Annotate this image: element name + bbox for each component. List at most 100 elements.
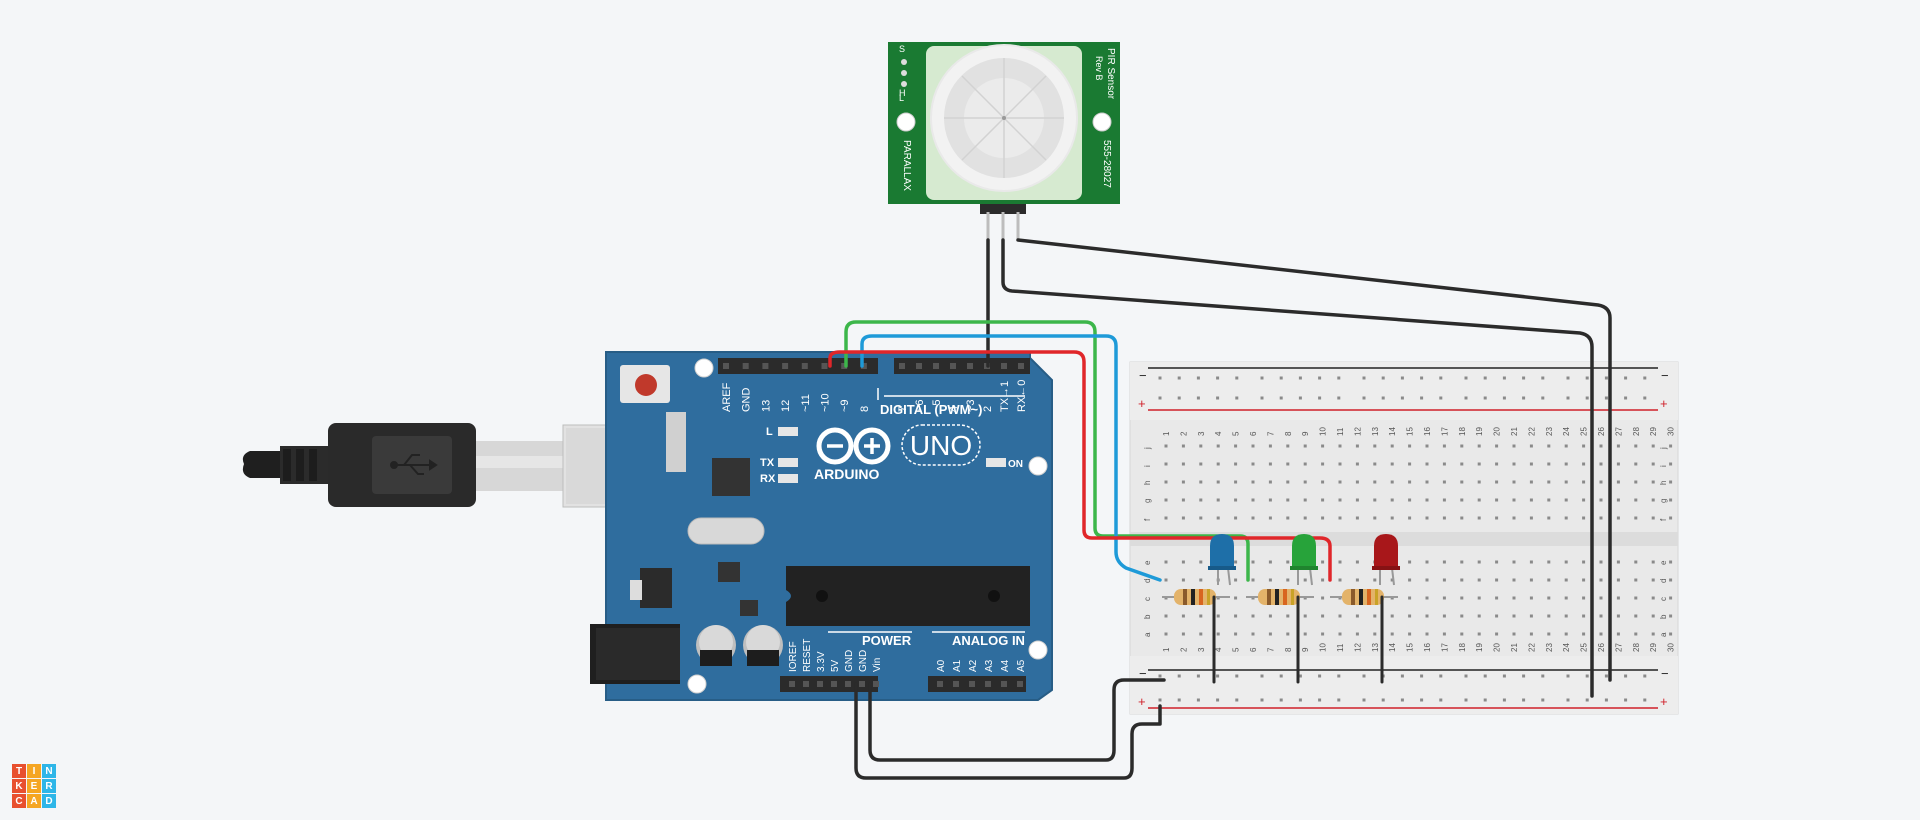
rail-hole[interactable] xyxy=(1177,396,1181,400)
rail-hole[interactable] xyxy=(1439,396,1443,400)
terminal-hole[interactable] xyxy=(1181,516,1185,520)
terminal-hole[interactable] xyxy=(1669,444,1673,448)
terminal-hole[interactable] xyxy=(1390,498,1394,502)
rail-hole[interactable] xyxy=(1337,674,1341,678)
terminal-hole[interactable] xyxy=(1564,516,1568,520)
rail-hole[interactable] xyxy=(1235,698,1239,702)
terminal-hole[interactable] xyxy=(1651,498,1655,502)
terminal-hole[interactable] xyxy=(1286,444,1290,448)
terminal-hole[interactable] xyxy=(1234,560,1238,564)
digital-header-left[interactable] xyxy=(718,358,878,374)
terminal-hole[interactable] xyxy=(1268,462,1272,466)
rail-hole[interactable] xyxy=(1260,674,1264,678)
terminal-hole[interactable] xyxy=(1442,480,1446,484)
terminal-hole[interactable] xyxy=(1425,614,1429,618)
rail-hole[interactable] xyxy=(1381,396,1385,400)
terminal-hole[interactable] xyxy=(1390,516,1394,520)
rail-hole[interactable] xyxy=(1362,674,1366,678)
terminal-hole[interactable] xyxy=(1373,578,1377,582)
terminal-hole[interactable] xyxy=(1669,462,1673,466)
terminal-hole[interactable] xyxy=(1199,632,1203,636)
rail-hole[interactable] xyxy=(1585,396,1589,400)
rail-hole[interactable] xyxy=(1483,698,1487,702)
terminal-hole[interactable] xyxy=(1512,632,1516,636)
terminal-hole[interactable] xyxy=(1425,632,1429,636)
terminal-hole[interactable] xyxy=(1477,498,1481,502)
terminal-hole[interactable] xyxy=(1268,632,1272,636)
terminal-hole[interactable] xyxy=(1564,578,1568,582)
terminal-hole[interactable] xyxy=(1477,516,1481,520)
terminal-hole[interactable] xyxy=(1164,462,1168,466)
rail-hole[interactable] xyxy=(1177,674,1181,678)
terminal-hole[interactable] xyxy=(1599,462,1603,466)
terminal-hole[interactable] xyxy=(1216,632,1220,636)
header-pin[interactable] xyxy=(845,681,851,687)
terminal-hole[interactable] xyxy=(1564,560,1568,564)
rail-hole[interactable] xyxy=(1177,698,1181,702)
terminal-hole[interactable] xyxy=(1425,462,1429,466)
terminal-hole[interactable] xyxy=(1495,480,1499,484)
terminal-hole[interactable] xyxy=(1251,578,1255,582)
terminal-hole[interactable] xyxy=(1634,560,1638,564)
rail-hole[interactable] xyxy=(1502,396,1506,400)
terminal-hole[interactable] xyxy=(1512,516,1516,520)
terminal-hole[interactable] xyxy=(1355,444,1359,448)
rail-hole[interactable] xyxy=(1337,396,1341,400)
terminal-hole[interactable] xyxy=(1216,444,1220,448)
terminal-hole[interactable] xyxy=(1477,596,1481,600)
rail-hole[interactable] xyxy=(1604,674,1608,678)
terminal-hole[interactable] xyxy=(1651,614,1655,618)
header-pin[interactable] xyxy=(1017,681,1023,687)
terminal-hole[interactable] xyxy=(1216,480,1220,484)
terminal-hole[interactable] xyxy=(1634,578,1638,582)
terminal-hole[interactable] xyxy=(1634,516,1638,520)
rail-hole[interactable] xyxy=(1464,396,1468,400)
rail-hole[interactable] xyxy=(1483,674,1487,678)
header-pin[interactable] xyxy=(831,681,837,687)
terminal-hole[interactable] xyxy=(1390,444,1394,448)
header-pin[interactable] xyxy=(953,681,959,687)
terminal-hole[interactable] xyxy=(1460,516,1464,520)
rail-hole[interactable] xyxy=(1318,698,1322,702)
terminal-hole[interactable] xyxy=(1634,498,1638,502)
terminal-hole[interactable] xyxy=(1321,444,1325,448)
header-pin[interactable] xyxy=(817,681,823,687)
terminal-hole[interactable] xyxy=(1268,444,1272,448)
terminal-hole[interactable] xyxy=(1564,614,1568,618)
terminal-hole[interactable] xyxy=(1616,444,1620,448)
terminal-hole[interactable] xyxy=(1460,632,1464,636)
terminal-hole[interactable] xyxy=(1181,578,1185,582)
terminal-hole[interactable] xyxy=(1355,516,1359,520)
terminal-hole[interactable] xyxy=(1477,632,1481,636)
terminal-hole[interactable] xyxy=(1234,444,1238,448)
terminal-hole[interactable] xyxy=(1564,444,1568,448)
rail-hole[interactable] xyxy=(1483,396,1487,400)
header-pin[interactable] xyxy=(937,681,943,687)
rail-hole[interactable] xyxy=(1318,376,1322,380)
terminal-hole[interactable] xyxy=(1251,498,1255,502)
terminal-hole[interactable] xyxy=(1199,462,1203,466)
terminal-hole[interactable] xyxy=(1442,462,1446,466)
terminal-hole[interactable] xyxy=(1477,480,1481,484)
terminal-hole[interactable] xyxy=(1373,614,1377,618)
terminal-hole[interactable] xyxy=(1408,498,1412,502)
terminal-hole[interactable] xyxy=(1495,614,1499,618)
terminal-hole[interactable] xyxy=(1251,614,1255,618)
terminal-hole[interactable] xyxy=(1390,480,1394,484)
rail-hole[interactable] xyxy=(1235,674,1239,678)
rail-hole[interactable] xyxy=(1318,674,1322,678)
terminal-hole[interactable] xyxy=(1390,462,1394,466)
rail-hole[interactable] xyxy=(1260,376,1264,380)
terminal-hole[interactable] xyxy=(1408,578,1412,582)
rail-hole[interactable] xyxy=(1439,698,1443,702)
rail-hole[interactable] xyxy=(1298,376,1302,380)
terminal-hole[interactable] xyxy=(1286,516,1290,520)
terminal-hole[interactable] xyxy=(1651,516,1655,520)
terminal-hole[interactable] xyxy=(1373,480,1377,484)
terminal-hole[interactable] xyxy=(1616,560,1620,564)
terminal-hole[interactable] xyxy=(1425,480,1429,484)
terminal-hole[interactable] xyxy=(1164,516,1168,520)
terminal-hole[interactable] xyxy=(1442,632,1446,636)
terminal-hole[interactable] xyxy=(1651,578,1655,582)
